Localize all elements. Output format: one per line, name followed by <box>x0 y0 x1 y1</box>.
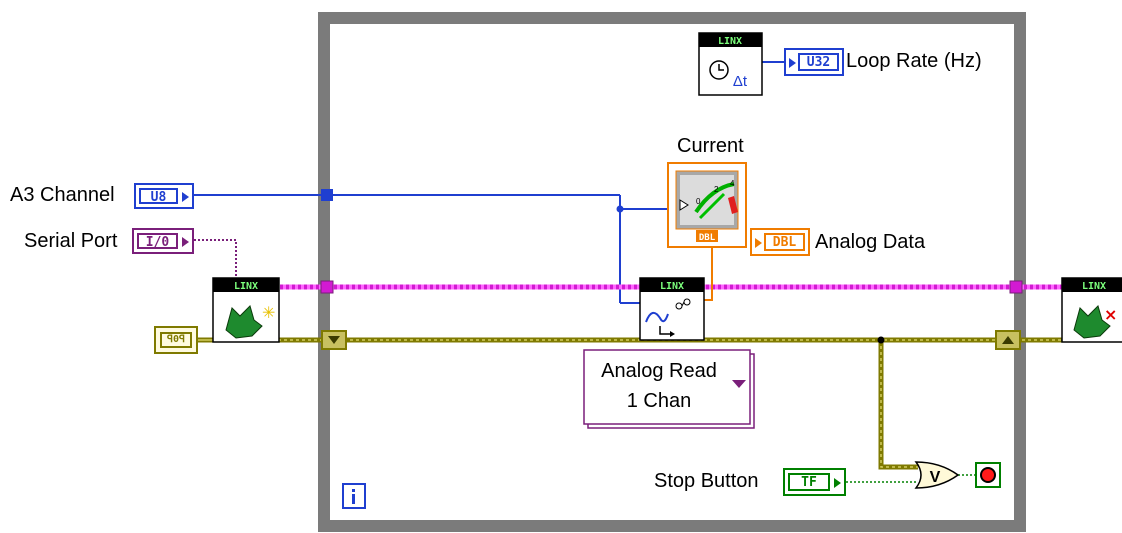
terminal-arrow-icon <box>182 192 189 202</box>
a3-channel-label: A3 Channel <box>10 184 115 206</box>
analog-data-type: DBL <box>764 233 805 251</box>
stop-button-control[interactable]: TF <box>783 468 846 496</box>
serial-port-type: I/0 <box>137 233 178 250</box>
linx-close-header: LINX <box>1082 281 1106 292</box>
loop-tunnel-visa-out[interactable] <box>1009 280 1023 294</box>
current-gauge-label: Current <box>677 135 744 157</box>
chevron-down-icon <box>732 380 746 388</box>
error-constant-text: ꟼ0ꟼ <box>160 332 192 348</box>
linx-loop-rate-vi[interactable]: LINX Δt <box>698 32 763 96</box>
gauge-scale-0: 0 <box>696 197 701 206</box>
gauge-scale-4: 4 <box>730 179 735 188</box>
terminal-arrow-icon <box>789 58 796 68</box>
error-in-constant[interactable]: ꟼ0ꟼ <box>154 326 198 354</box>
linx-open-header: LINX <box>234 281 258 292</box>
loop-tunnel-visa[interactable] <box>320 280 334 294</box>
linx-close-vi[interactable]: LINX × <box>1061 277 1122 343</box>
or-gate-symbol: V <box>930 469 941 486</box>
linx-analog-read-vi[interactable]: LINX <box>639 277 705 341</box>
stop-button-label: Stop Button <box>654 470 759 492</box>
stop-button-type: TF <box>788 473 830 491</box>
linx-open-vi[interactable]: LINX ✳ <box>212 277 280 343</box>
serial-port-label: Serial Port <box>24 230 118 252</box>
terminal-arrow-icon <box>755 238 762 248</box>
close-x-icon: × <box>1104 305 1117 324</box>
loop-rate-label: Loop Rate (Hz) <box>846 50 982 72</box>
linx-cat-icon <box>225 305 263 339</box>
glasses-icon <box>675 298 691 310</box>
loop-rate-type: U32 <box>798 53 839 71</box>
serial-port-control[interactable]: I/0 <box>132 228 194 254</box>
polymorphic-selector[interactable] <box>583 349 755 429</box>
linx-analog-read-header: LINX <box>660 281 684 292</box>
clock-icon <box>709 60 729 80</box>
analog-data-wire[interactable] <box>704 247 713 301</box>
a3-channel-control[interactable]: U8 <box>134 183 194 209</box>
gauge-scale-2: 2 <box>714 185 719 194</box>
or-gate[interactable]: V <box>914 461 960 489</box>
sparkle-icon: ✳ <box>262 303 275 322</box>
iteration-terminal[interactable] <box>342 483 366 509</box>
delta-t-label: Δt <box>733 73 748 90</box>
a3-channel-type: U8 <box>139 188 178 205</box>
polymorphic-line-2: 1 Chan <box>626 390 692 412</box>
while-loop-frame[interactable] <box>318 12 1026 532</box>
linx-cat-icon <box>1073 305 1111 339</box>
loop-condition-stop[interactable] <box>975 462 1001 488</box>
terminal-arrow-icon <box>834 478 841 488</box>
shift-register-left[interactable] <box>321 330 347 350</box>
analog-wave-icon <box>645 311 669 323</box>
shift-register-right[interactable] <box>995 330 1021 350</box>
analog-data-label: Analog Data <box>815 231 926 253</box>
gauge-type-tag: DBL <box>699 233 716 243</box>
current-gauge[interactable]: 0 2 4 DBL <box>667 162 747 248</box>
arrow-icon <box>659 326 672 335</box>
loop-tunnel-channel[interactable] <box>321 189 333 201</box>
analog-data-indicator[interactable]: DBL <box>750 228 810 256</box>
linx-loop-rate-header: LINX <box>718 36 742 47</box>
wire-junction <box>616 205 624 213</box>
terminal-arrow-icon <box>182 237 189 247</box>
error-wire-junction <box>877 336 885 344</box>
loop-rate-indicator[interactable]: U32 <box>784 48 844 76</box>
polymorphic-selector-text: Analog Read 1 Chan <box>584 356 734 416</box>
polymorphic-line-1: Analog Read <box>601 360 717 382</box>
